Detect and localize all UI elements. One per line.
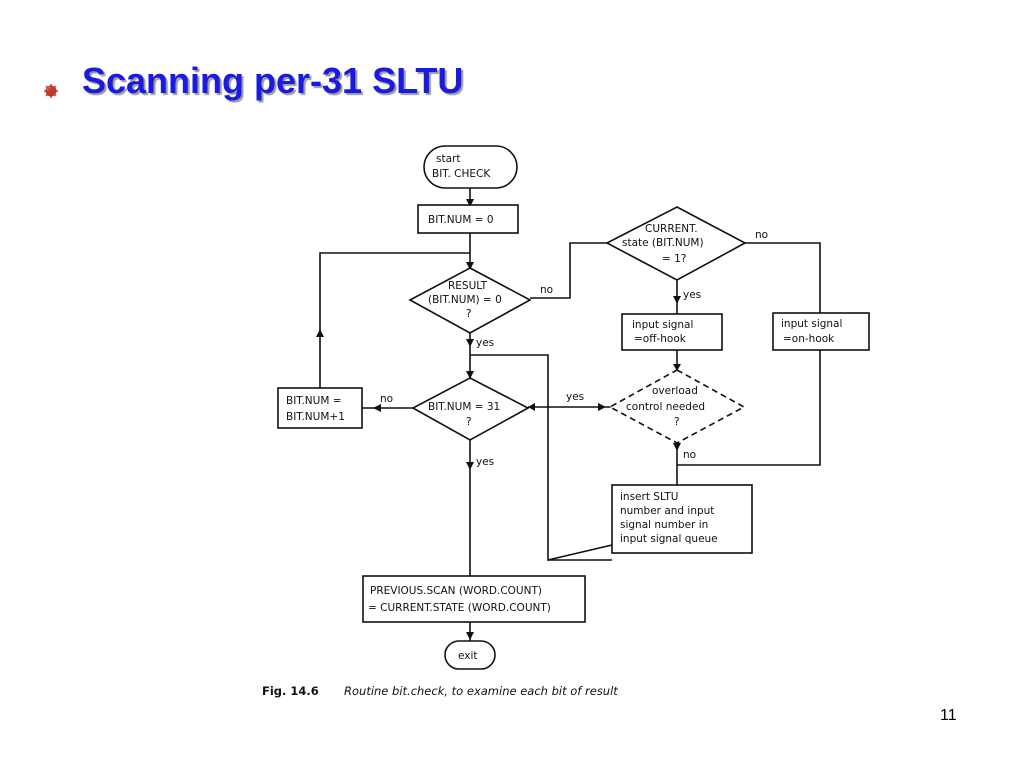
on-hook-line-1: input signal — [781, 318, 842, 330]
start-line-1: start — [436, 153, 460, 165]
init-box: BIT.NUM = 0 — [417, 204, 519, 234]
flowchart: start BIT. CHECK BIT.NUM = 0 RESULT (BIT… — [262, 145, 870, 698]
connector-lines — [319, 188, 821, 641]
current-state-decision: CURRENT. state (BIT.NUM) = 1? — [605, 206, 747, 281]
current-line-2: state (BIT.NUM) — [622, 237, 704, 249]
previous-line-2: = CURRENT.STATE (WORD.COUNT) — [368, 602, 551, 614]
previous-scan-box: PREVIOUS.SCAN (WORD.COUNT) = CURRENT.STA… — [362, 575, 586, 623]
label-no-overload: no — [683, 449, 696, 461]
off-hook-box: input signal =off-hook — [621, 313, 723, 351]
previous-line-1: PREVIOUS.SCAN (WORD.COUNT) — [370, 585, 542, 597]
on-hook-line-2: =on-hook — [783, 333, 835, 345]
label-no-result: no — [540, 284, 553, 296]
increment-line-2: BIT.NUM+1 — [286, 411, 345, 423]
caption-text: Routine bit.check, to examine each bit o… — [344, 684, 618, 698]
off-hook-line-1: input signal — [632, 319, 693, 331]
insert-line-3: signal number in — [620, 519, 708, 531]
insert-line-2: number and input — [620, 505, 714, 517]
init-label: BIT.NUM = 0 — [428, 214, 494, 226]
insert-line-4: input signal queue — [620, 533, 718, 545]
page-number: 11 — [940, 707, 957, 724]
overload-line-3: ? — [674, 416, 680, 428]
label-yes-current: yes — [683, 289, 701, 301]
caption-figure: Fig. 14.6 — [262, 684, 319, 698]
result-line-2: (BIT.NUM) = 0 — [428, 294, 502, 306]
insert-line-1: insert SLTU — [620, 491, 678, 503]
start-terminal: start BIT. CHECK — [423, 145, 518, 189]
current-line-3: = 1? — [662, 253, 686, 265]
label-yes-bitnum: yes — [476, 456, 494, 468]
off-hook-line-2: =off-hook — [634, 333, 687, 345]
result-decision: RESULT (BIT.NUM) = 0 ? — [408, 267, 532, 334]
bullet-icon — [44, 84, 58, 98]
exit-label: exit — [458, 650, 478, 662]
insert-queue-box: insert SLTU number and input signal numb… — [611, 484, 753, 554]
arrowheads — [316, 199, 681, 640]
exit-terminal: exit — [444, 640, 496, 670]
current-line-1: CURRENT. — [645, 223, 698, 235]
label-yes-overload: yes — [566, 391, 584, 403]
slide-title: Scanning per-31 SLTU — [82, 60, 464, 101]
increment-box: BIT.NUM = BIT.NUM+1 — [277, 387, 363, 429]
increment-line-1: BIT.NUM = — [286, 395, 342, 407]
bitnum-line-2: ? — [466, 416, 472, 428]
overload-decision: overload control needed ? — [608, 369, 746, 444]
label-yes-result: yes — [476, 337, 494, 349]
label-no-current: no — [755, 229, 768, 241]
on-hook-box: input signal =on-hook — [772, 312, 870, 351]
branch-labels: no yes no yes yes no no yes — [380, 229, 768, 468]
result-line-1: RESULT — [448, 280, 488, 292]
start-line-2: BIT. CHECK — [432, 168, 491, 180]
bitnum-decision: BIT.NUM = 31 ? — [411, 377, 530, 441]
result-line-3: ? — [466, 308, 472, 320]
bitnum-line-1: BIT.NUM = 31 — [428, 401, 500, 413]
overload-line-2: control needed — [626, 401, 705, 413]
overload-line-1: overload — [652, 385, 698, 397]
label-no-bitnum: no — [380, 393, 393, 405]
figure-caption: Fig. 14.6 Routine bit.check, to examine … — [262, 684, 618, 698]
